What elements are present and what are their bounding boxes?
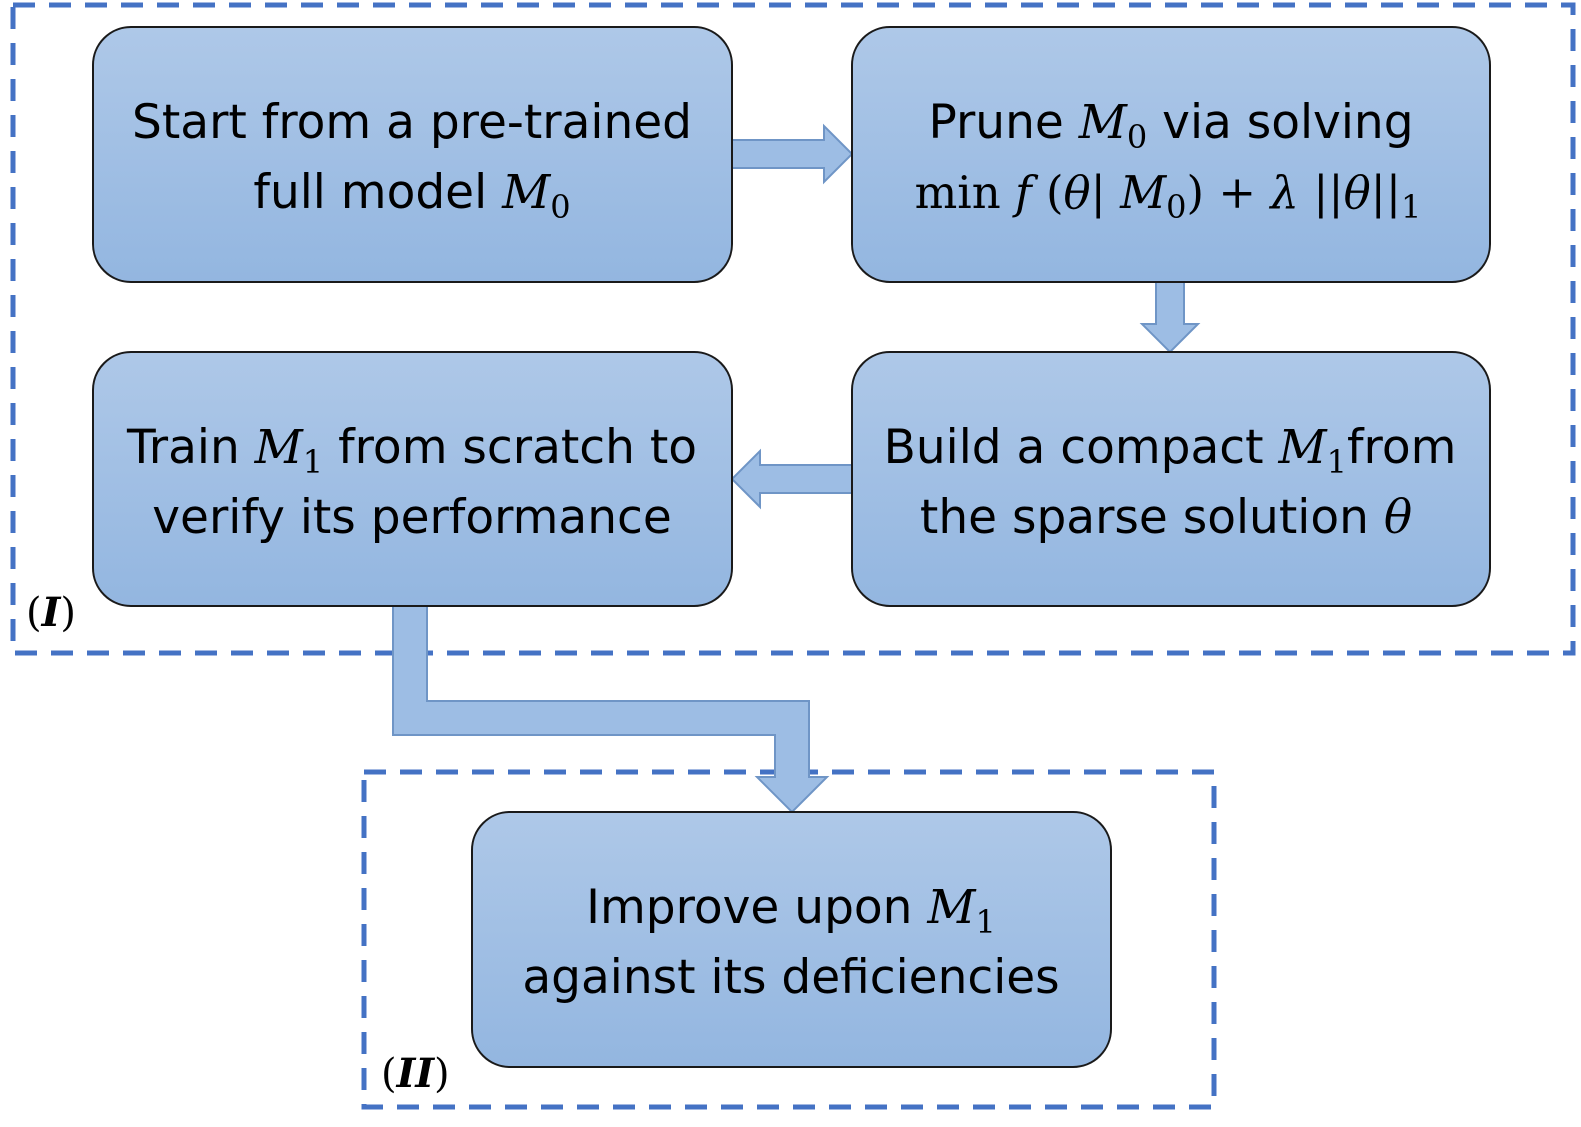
start-line2-text: full model <box>253 165 502 220</box>
box-train: Train M1 from scratch to verify its perf… <box>92 351 733 607</box>
sub-0: 0 <box>1127 118 1147 156</box>
svg-text:Prune M0 via solving: Prune M0 via solving <box>928 95 1413 156</box>
region-one-label: (I) <box>26 589 76 636</box>
paren-open: ( <box>1032 166 1064 219</box>
region-two-border <box>361 769 1217 1110</box>
prune-line1-text: Prune <box>928 95 1078 150</box>
train-line2: verify its performance <box>152 490 672 545</box>
box-prune: Prune M0 via solving min f (θ| M0) + λ |… <box>851 26 1491 283</box>
region-two-label: (II) <box>381 1050 450 1097</box>
build-line1-text: Build a compact <box>884 420 1279 475</box>
paren-close-plus: ) + <box>1187 166 1271 219</box>
arrow-prune-to-build <box>1139 281 1201 354</box>
region-one-border <box>10 2 1576 656</box>
box-improve: Improve upon M1 against its deficiencies <box>471 811 1112 1068</box>
svg-text:Improve upon M1: Improve upon M1 <box>586 880 996 941</box>
var-m0: M <box>501 165 552 220</box>
arrow-start-to-prune <box>731 123 854 185</box>
build-line1-rest: from <box>1347 420 1456 475</box>
sub-1: 1 <box>976 903 996 941</box>
sub-0: 0 <box>1166 188 1186 226</box>
improve-line1-text: Improve upon <box>586 880 927 935</box>
arrow-build-to-train <box>730 448 853 510</box>
var-m1: M <box>1278 420 1329 475</box>
sub-1: 1 <box>303 443 323 481</box>
var-lambda: λ <box>1268 166 1299 219</box>
svg-text:Start from a pre-trained: Start from a pre-trained <box>132 95 692 150</box>
var-theta: θ <box>1064 166 1091 219</box>
svg-text:verify its performance: verify its performance <box>152 490 672 545</box>
var-m1: M <box>926 880 977 935</box>
svg-text:full model M0: full model M0 <box>253 165 570 226</box>
var-theta: θ <box>1344 166 1371 219</box>
sub-0: 0 <box>550 188 570 226</box>
var-m0: M <box>1078 95 1129 150</box>
var-m0: M <box>1119 166 1167 219</box>
given-bar: | <box>1091 166 1120 219</box>
svg-text:min f (θ| M0) + λ ||θ||1: min f (θ| M0) + λ ||θ||1 <box>915 166 1422 226</box>
min-operator: min <box>915 166 1015 219</box>
box-build: Build a compact M1from the sparse soluti… <box>851 351 1491 607</box>
train-line1-rest: from scratch to <box>323 420 697 475</box>
norm-open: || <box>1299 166 1344 219</box>
build-line2-text: the sparse solution <box>920 490 1384 545</box>
improve-line2: against its deficiencies <box>522 950 1059 1005</box>
train-line1-text: Train <box>126 420 255 475</box>
sub-1: 1 <box>1327 443 1347 481</box>
norm-close: || <box>1371 166 1401 219</box>
box-start: Start from a pre-trained full model M0 <box>92 26 733 283</box>
svg-text:Build a compact M1from: Build a compact M1from <box>884 420 1457 481</box>
start-line1: Start from a pre-trained <box>132 95 692 150</box>
var-theta: θ <box>1384 490 1412 545</box>
svg-text:Train M1 from scratch to: Train M1 from scratch to <box>126 420 697 481</box>
svg-text:the sparse solution θ: the sparse solution θ <box>920 490 1412 545</box>
prune-line1-rest: via solving <box>1147 95 1413 150</box>
svg-text:against its deficiencies: against its deficiencies <box>522 950 1059 1005</box>
arrow-train-to-improve <box>392 605 830 814</box>
sub-1: 1 <box>1401 188 1421 226</box>
var-m1: M <box>254 420 305 475</box>
